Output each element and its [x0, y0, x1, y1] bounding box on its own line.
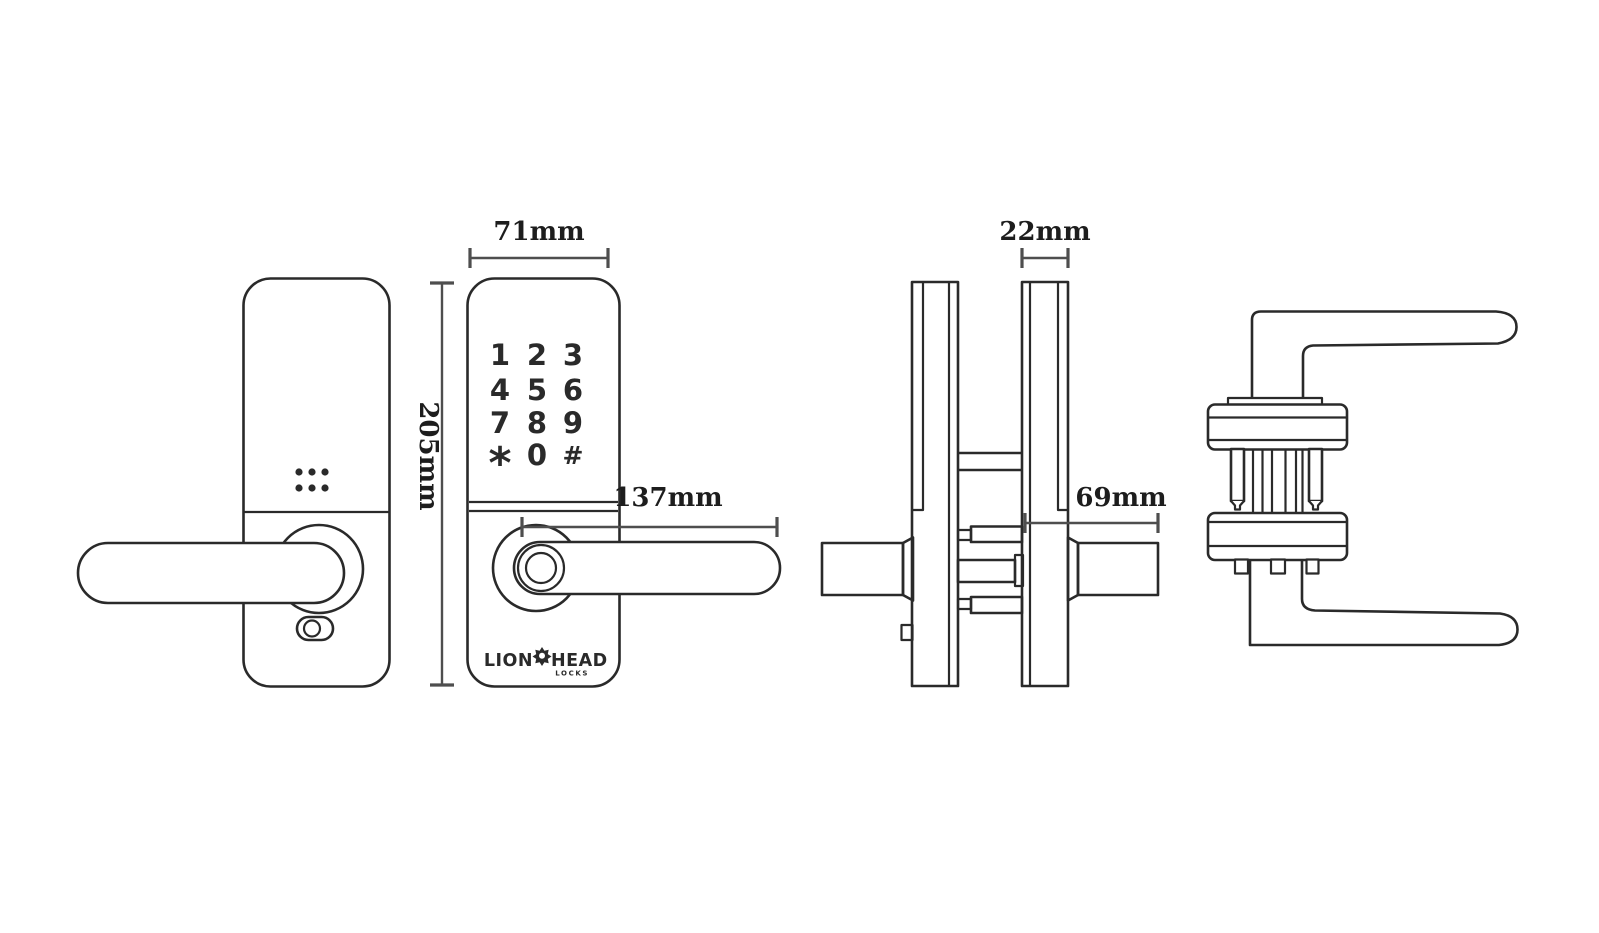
spindle	[956, 558, 1017, 584]
speaker-dot	[295, 484, 303, 492]
projection-dimension: 69mm	[1023, 483, 1167, 533]
upper-bolt	[969, 525, 1024, 544]
rose-mount-tab	[1305, 558, 1320, 575]
keypad-key-0: 0	[527, 438, 547, 472]
spindle-hub-inner	[524, 551, 558, 585]
upper-bolt-base	[956, 528, 973, 542]
speaker-dot	[308, 468, 316, 476]
side-privacy-toggle	[900, 623, 914, 642]
handle-length-dimension: 137mm	[520, 483, 779, 537]
front-view: 1 2 3 4 5 6 7 8 9 * 0 # LION HEAD LOCKS	[466, 277, 782, 688]
height-dimension: 205mm	[413, 281, 454, 687]
back-view	[76, 277, 391, 688]
side-front-plate	[1020, 280, 1070, 688]
keypad-key-2: 2	[527, 338, 547, 372]
height-dimension-label: 205mm	[413, 401, 443, 510]
speaker-dot	[321, 468, 329, 476]
privacy-toggle-knob	[302, 619, 322, 638]
keypad-key-6: 6	[563, 373, 583, 407]
lion-face-detail	[539, 652, 545, 659]
projection-dimension-label: 69mm	[1075, 483, 1166, 513]
right-fixing-pin	[1307, 447, 1324, 503]
top-spindle-bars	[1251, 449, 1304, 513]
side-back-handle	[820, 541, 905, 597]
side-front-plate-edge	[1056, 282, 1068, 512]
rose-mount-tab	[1269, 558, 1287, 575]
top-lower-rose	[1206, 511, 1349, 562]
top-upper-rose	[1206, 403, 1349, 451]
top-view	[1206, 310, 1519, 647]
back-handle-lever	[76, 541, 346, 605]
speaker-dot	[321, 484, 329, 492]
privacy-toggle	[295, 615, 335, 642]
front-plate-outline	[466, 277, 621, 688]
width-dimension: 71mm	[468, 217, 610, 268]
speaker-holes	[295, 468, 329, 492]
keypad-key-3: 3	[563, 338, 583, 372]
keypad-key-5: 5	[527, 373, 547, 407]
left-fixing-pin-tip	[1230, 500, 1245, 511]
keypad-key-7: 7	[490, 406, 510, 440]
speaker-dot	[308, 484, 316, 492]
top-lower-lever	[1248, 556, 1519, 647]
spindle-cap	[1013, 553, 1025, 588]
handle-length-dimension-label: 137mm	[613, 483, 722, 513]
keypad-key-8: 8	[527, 406, 547, 440]
right-fixing-pin-tip	[1308, 500, 1323, 511]
keypad-key-1: 1	[490, 338, 510, 372]
keypad: 1 2 3 4 5 6 7 8 9 * 0 #	[488, 338, 583, 489]
front-handle-lever	[512, 540, 782, 596]
side-back-handle-collar	[901, 536, 915, 602]
left-fixing-pin	[1229, 447, 1246, 503]
dimension-annotations: 205mm 71mm 137mm 22mm 69mm	[413, 217, 1167, 687]
brand-logo: LION HEAD LOCKS	[484, 647, 608, 678]
keypad-key-hash: #	[563, 441, 584, 470]
privacy-toggle-body	[295, 615, 335, 642]
logo-text-lion: LION	[484, 651, 533, 671]
top-upper-lever	[1250, 310, 1518, 406]
speaker-dot	[295, 468, 303, 476]
back-plate-outline	[242, 277, 391, 688]
keypad-key-star: *	[488, 438, 511, 489]
side-front-handle	[1076, 541, 1160, 597]
thickness-dimension-label: 22mm	[999, 217, 1090, 247]
thickness-dimension: 22mm	[999, 217, 1091, 268]
side-view	[820, 280, 1160, 688]
fixing-pins	[1229, 447, 1324, 511]
keypad-key-4: 4	[490, 373, 510, 407]
width-dimension-label: 71mm	[493, 217, 584, 247]
side-back-plate	[910, 280, 960, 688]
rose-mount-tab	[1233, 558, 1250, 575]
lower-bolt	[969, 595, 1024, 615]
lower-bolt-base	[956, 597, 973, 611]
side-front-handle-collar	[1066, 536, 1080, 602]
logo-text-locks: LOCKS	[555, 670, 589, 678]
keypad-key-9: 9	[563, 406, 583, 440]
logo-text-head: HEAD	[551, 651, 608, 671]
spindle-hub-outer	[516, 543, 566, 593]
side-back-plate-edge	[912, 282, 925, 512]
